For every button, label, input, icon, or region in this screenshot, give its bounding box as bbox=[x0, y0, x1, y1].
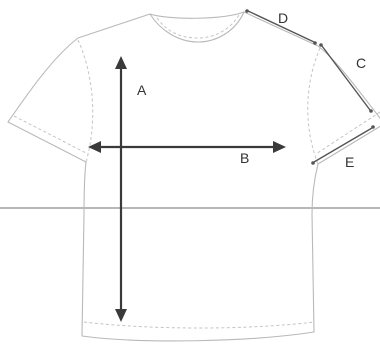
bottom-hem-seam bbox=[83, 321, 315, 329]
sleeve-opening-dimension-line bbox=[313, 127, 373, 163]
tshirt-body-outline bbox=[7, 11, 380, 342]
right-armhole-seam bbox=[307, 47, 321, 165]
measurement-b-chest: B bbox=[88, 141, 286, 166]
shoulder-dimension-end bbox=[313, 41, 317, 45]
left-sleeve-hem bbox=[13, 115, 89, 155]
measurement-d-shoulder: D bbox=[245, 9, 317, 45]
left-armhole-seam bbox=[77, 39, 94, 163]
sleeve-length-dimension-end bbox=[369, 109, 373, 113]
label-b: B bbox=[240, 150, 249, 166]
collar-outer bbox=[149, 11, 245, 43]
sleeve-opening-dimension-start bbox=[311, 161, 315, 165]
tshirt-outline bbox=[7, 11, 380, 342]
label-c: C bbox=[356, 55, 366, 71]
length-arrow-top-head bbox=[115, 56, 127, 69]
sleeve-length-dimension-start bbox=[319, 43, 323, 47]
length-arrow-bottom-head bbox=[115, 309, 127, 322]
measurement-a-length: A bbox=[115, 56, 147, 322]
shoulder-dimension-line bbox=[247, 10, 315, 43]
chest-arrow-left-head bbox=[88, 141, 101, 153]
label-a: A bbox=[137, 82, 147, 98]
label-e: E bbox=[345, 154, 354, 170]
measurement-e-sleeve-opening: E bbox=[311, 125, 375, 170]
chest-arrow-right-head bbox=[273, 141, 286, 153]
shoulder-dimension-start bbox=[245, 9, 249, 13]
right-sleeve-hem bbox=[315, 111, 380, 155]
measurement-c-sleeve-length: C bbox=[319, 43, 373, 113]
sleeve-length-dimension-line bbox=[321, 45, 371, 111]
sleeve-opening-dimension-end bbox=[371, 125, 375, 129]
label-d: D bbox=[278, 10, 288, 26]
